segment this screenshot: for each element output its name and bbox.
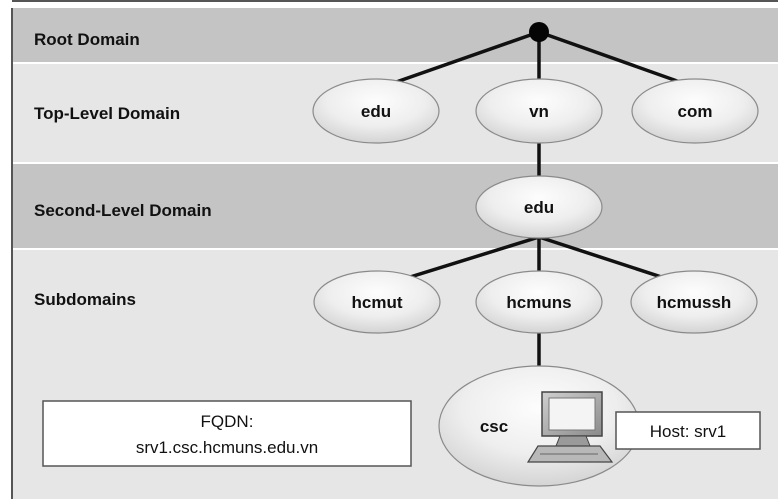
host-box: Host: srv1 <box>615 411 761 450</box>
node-tld-edu: edu <box>312 78 440 144</box>
fqdn-box: FQDN: srv1.csc.hcmuns.edu.vn <box>42 400 412 467</box>
node-label: edu <box>524 198 554 217</box>
root-node <box>529 22 549 42</box>
band-second-level-background <box>13 164 778 249</box>
band-root-label: Root Domain <box>34 30 140 49</box>
edge-root-edu <box>380 30 541 89</box>
node-ellipse <box>312 78 440 144</box>
fqdn-box-frame <box>42 400 412 467</box>
node-ellipse <box>475 270 603 334</box>
node-ellipse <box>475 175 603 239</box>
node-ellipse <box>313 270 441 334</box>
node-label: hcmussh <box>657 293 732 312</box>
node-label: csc <box>480 417 508 436</box>
band-root-domain: Root Domain <box>13 8 778 63</box>
node-ellipse <box>631 78 759 144</box>
monitor-stand <box>555 435 591 447</box>
node-tld-com: com <box>631 78 759 144</box>
node-label: hcmuns <box>506 293 571 312</box>
edge-root-com <box>537 30 696 89</box>
computer-icon <box>526 391 614 463</box>
node-ellipse <box>475 78 603 144</box>
host-box-frame <box>615 411 761 450</box>
band-second-level-label: Second-Level Domain <box>34 201 212 220</box>
monitor-screen <box>548 397 596 431</box>
node-ellipse <box>438 365 640 487</box>
fqdn-title: FQDN: <box>201 412 254 431</box>
band-subdomains-label: Subdomains <box>34 290 136 309</box>
node-sub-hcmuns: hcmuns <box>475 270 603 334</box>
node-label: edu <box>361 102 391 121</box>
node-sub-hcmut: hcmut <box>313 270 441 334</box>
band-root-background <box>13 8 778 63</box>
node-host-csc: csc <box>438 365 640 487</box>
node-label: hcmut <box>352 293 403 312</box>
node-sub-hcmussh: hcmussh <box>630 270 758 334</box>
node-ellipse <box>630 270 758 334</box>
host-label: Host: srv1 <box>650 422 727 441</box>
node-tld-vn: vn <box>475 78 603 144</box>
node-label: vn <box>529 102 549 121</box>
fqdn-value: srv1.csc.hcmuns.edu.vn <box>136 438 318 457</box>
node-label: com <box>678 102 713 121</box>
band-second-level-domain: Second-Level Domain <box>13 164 778 249</box>
node-sld-edu: edu <box>475 175 603 239</box>
band-top-level-label: Top-Level Domain <box>34 104 180 123</box>
